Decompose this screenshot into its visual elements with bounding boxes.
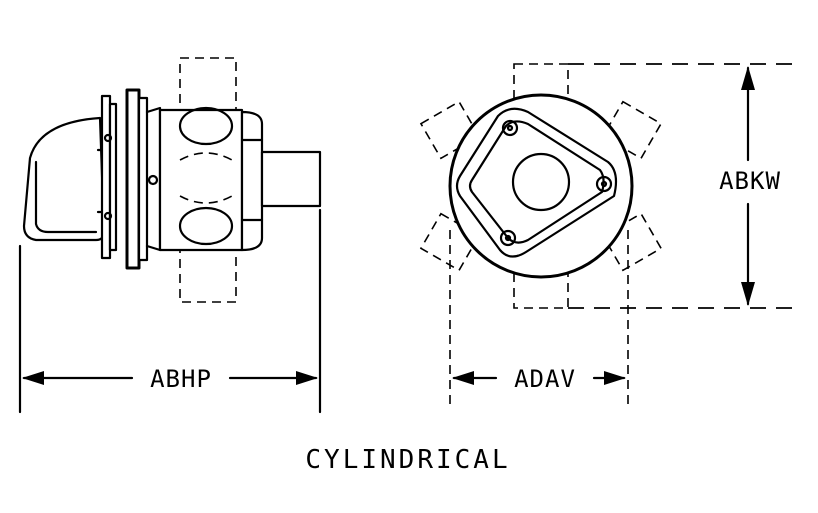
side-flange (125, 88, 162, 270)
front-view (419, 63, 663, 309)
height-dimension-label: ABKW (719, 167, 781, 195)
side-view (22, 57, 322, 303)
length-dimension-label: ABHP (150, 365, 212, 393)
shape-caption: CYLINDRICAL (305, 445, 510, 475)
side-plate (100, 94, 118, 260)
side-body (158, 106, 264, 252)
front-cam-plate (455, 107, 618, 258)
length-dimension: ABHP (18, 208, 322, 414)
width-dimension-label: ADAV (514, 365, 576, 393)
width-dimension: ADAV (449, 230, 629, 410)
side-knob (22, 116, 114, 242)
side-shaft (260, 150, 322, 208)
height-dimension: ABKW (568, 63, 798, 309)
front-shaft-hub (511, 152, 571, 212)
